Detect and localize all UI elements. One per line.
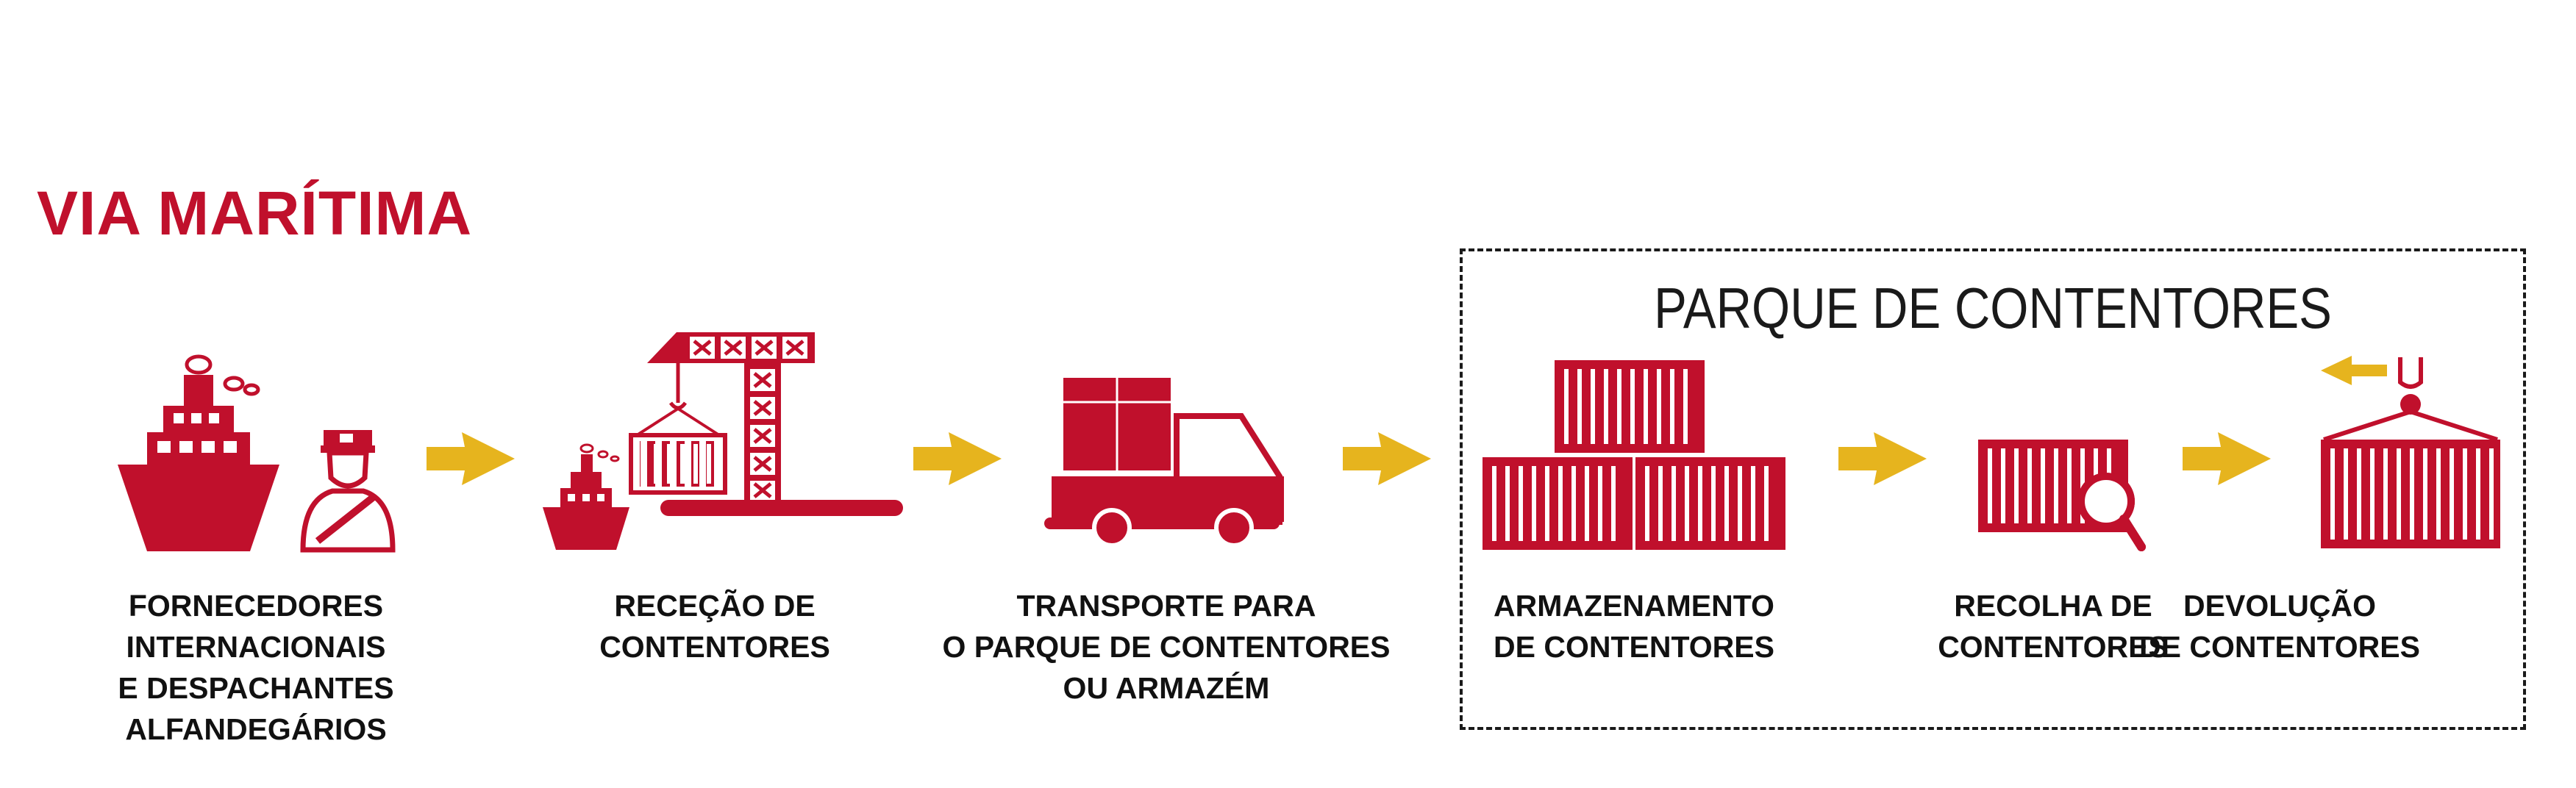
step-label-suppliers: FORNECEDORES INTERNACIONAIS E DESPACHANT… (6, 585, 506, 750)
step-label-line: ARMAZENAMENTO (1494, 589, 1774, 623)
step-label-line: RECOLHA DE (1954, 589, 2152, 623)
step-label-line: CONTENTORES (1938, 630, 2169, 664)
flow-arrow-4-icon (1838, 432, 1927, 485)
step-label-return: DEVOLUÇÃO DE CONTENTORES (2044, 585, 2515, 667)
port-crane-icon (543, 332, 903, 550)
container-park-boundary (1460, 248, 2526, 730)
customs-officer-icon (300, 430, 396, 553)
container-park-title: PARQUE DE CONTENTORES (1654, 276, 2332, 340)
magnifier-icon (2077, 473, 2146, 551)
cargo-ship-icon (118, 354, 279, 551)
truck-icon (1044, 378, 1284, 548)
step-label-line: DE CONTENTORES (1494, 630, 1774, 664)
container-ribs (1492, 466, 1616, 541)
step-label-line: DE CONTENTORES (2139, 630, 2420, 664)
flow-arrow-3-icon (1343, 432, 1431, 485)
container-ribs (1564, 369, 1688, 444)
flow-arrow-5-icon (2183, 432, 2271, 485)
step-label-line: E DESPACHANTES ALFANDEGÁRIOS (118, 671, 394, 746)
step-label-line: TRANSPORTE PARA (1016, 589, 1316, 623)
container-ribs (641, 444, 711, 484)
small-ship-icon (543, 443, 629, 550)
container-ribs (1645, 466, 1769, 541)
step-label-line: OU ARMAZÉM (1063, 671, 1270, 705)
step-label-collection: RECOLHA DE CONTENTORES (1803, 585, 2303, 667)
step-label-storage: ARMAZENAMENTO DE CONTENTORES (1384, 585, 1884, 667)
step-label-container-reception: RECEÇÃO DE CONTENTORES (465, 585, 965, 667)
flow-arrow-1-icon (427, 432, 515, 485)
step-label-transport: TRANSPORTE PARA O PARQUE DE CONTENTORES … (916, 585, 1416, 709)
page-title: VIA MARÍTIMA (37, 179, 473, 248)
step-label-line: RECEÇÃO DE (614, 589, 816, 623)
step-label-line: DEVOLUÇÃO (2183, 589, 2376, 623)
flow-arrow-2-icon (913, 432, 1002, 485)
ship-and-customs-officer-icon (118, 354, 396, 553)
container-ribs (2330, 448, 2494, 540)
step-label-line: O PARQUE DE CONTENTORES (942, 630, 1391, 664)
step-label-line: CONTENTORES (599, 630, 830, 664)
step-label-line: FORNECEDORES INTERNACIONAIS (126, 589, 386, 664)
